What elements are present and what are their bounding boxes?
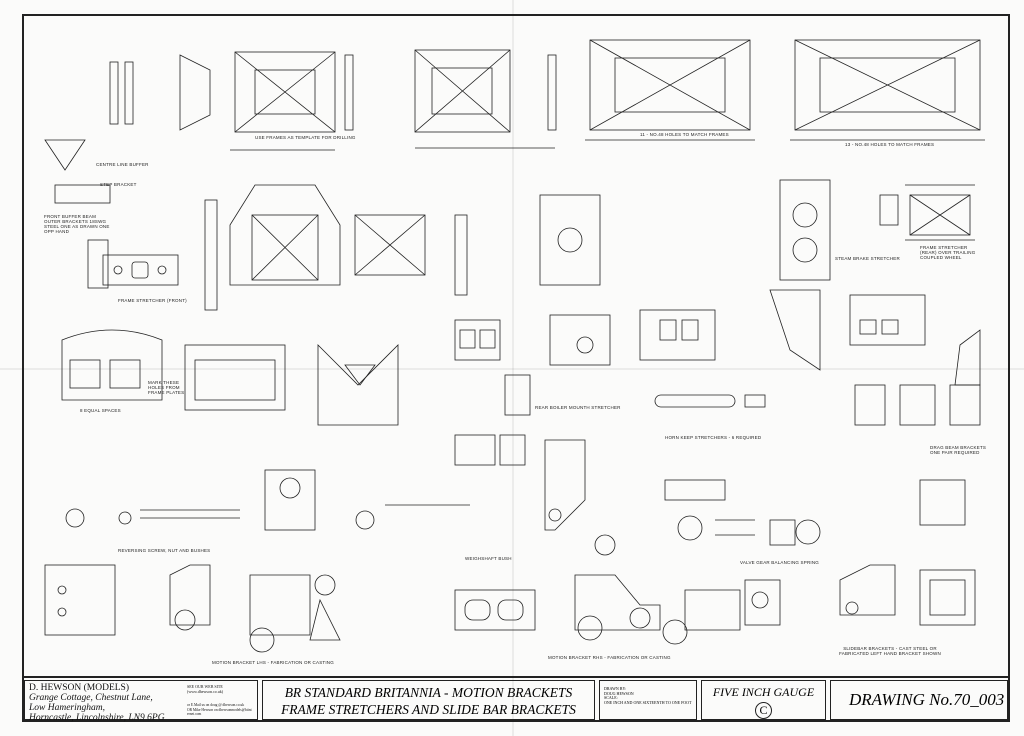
caption-equal-spaces: 8 EQUAL SPACES — [80, 408, 121, 413]
caption-valve-gear: VALVE GEAR BALANCING SPRING — [740, 560, 820, 565]
caption-template: USE FRAMES AS TEMPLATE FOR DRILLING — [255, 135, 356, 140]
gauge: FIVE INCH GAUGE — [712, 685, 815, 699]
email-line: OR Mike Hewson on dhewsonmodels@btintern… — [187, 707, 252, 717]
website: SEE OUR WEB SITE (www.dhewson.co.uk) — [187, 684, 224, 694]
company-name: D. HEWSON (MODELS) — [29, 683, 130, 693]
gauge-cell: FIVE INCH GAUGE C — [701, 680, 826, 720]
caption-step-bracket: STEP BRACKET — [100, 182, 137, 187]
caption-centre-line: CENTRE LINE BUFFER — [96, 162, 149, 167]
caption-holes-1: 11 - No.48 HOLES TO MATCH FRAMES — [640, 132, 729, 137]
caption-rear-boiler: REAR BOILER MOUNTH STRETCHER — [535, 405, 621, 410]
title-cell: BR STANDARD BRITANNIA - MOTION BRACKETS … — [262, 680, 595, 720]
caption-buffer-beam: FRONT BUFFER BEAM OUTER BRACKETS 18swg S… — [44, 214, 110, 234]
drawn-by-cell: DRAWN BY: DOUG HEWSON SCALE: ONE INCH AN… — [599, 680, 697, 720]
caption-motion-rhs: MOTION BRACKET RHS - FABRICATION OR CAST… — [548, 655, 671, 660]
title-block: D. HEWSON (MODELS) Grange Cottage, Chest… — [22, 676, 1010, 723]
address-line: Grange Cottage, Chestnut Lane, — [29, 693, 153, 703]
company-address: D. HEWSON (MODELS) Grange Cottage, Chest… — [29, 683, 179, 723]
drawing-number-cell: DRAWING No.70_003 — [830, 680, 1008, 720]
drawing-middle-upper — [87, 179, 975, 311]
scale: ONE INCH AND ONE SIXTEENTH TO ONE FOOT — [604, 699, 692, 705]
address-line: Horncastle, Lincolnshire, LN9 6PG — [29, 713, 165, 723]
caption-motion-lhs: MOTION BRACKET LHS - FABRICATION OR CAST… — [212, 660, 334, 665]
drawing-top-stretchers — [44, 39, 985, 204]
caption-slidebar: SLIDEBAR BRACKETS - CAST STEEL OR FABRIC… — [839, 646, 941, 656]
email-line: or E.Mail us on doug @ dhewson.co.uk — [187, 703, 245, 707]
drawn-by: DOUG HEWSON — [604, 690, 634, 696]
scale-label: SCALE: — [604, 695, 618, 700]
copyright-icon: C — [755, 702, 772, 719]
drawing-number: DRAWING No.70_003 — [849, 690, 1005, 709]
caption-steam-brake: STEAM BRAKE STRETCHER — [835, 256, 900, 261]
drawing-lower — [44, 439, 976, 653]
caption-holes-2: 13 - No.48 HOLES TO MATCH FRAMES — [845, 142, 935, 147]
fold-line — [0, 368, 1024, 370]
caption-frame-stretcher-rear: FRAME STRETCHER (REAR) OVER TRAILING COU… — [920, 245, 976, 260]
email-info: or E.Mail us on doug @ dhewson.co.uk OR … — [187, 703, 253, 717]
caption-reversing-screw: REVERSING SCREW, NUT AND BUSHES — [118, 548, 211, 553]
caption-mark-holes: MARK THESE HOLES FROM FRAME PLATES — [148, 380, 185, 395]
company-cell: D. HEWSON (MODELS) Grange Cottage, Chest… — [24, 680, 258, 723]
drawing-middle — [61, 289, 981, 466]
caption-drag-beam: DRAG BEAM BRACKETS ONE PAIR REQUIRED — [930, 445, 987, 455]
caption-frame-stretcher-front: FRAME STRETCHER (FRONT) — [118, 298, 187, 303]
caption-horn-keep: HORN KEEP STRETCHERS - 6 REQUIRED — [665, 435, 762, 440]
caption-weighshaft: WEIGHSHAFT BUSH — [465, 556, 512, 561]
drawing-title: BR STANDARD BRITANNIA - MOTION BRACKETS — [284, 685, 573, 700]
fold-line — [512, 0, 514, 736]
drawn-by-label: DRAWN BY: — [604, 686, 627, 691]
drawing-subtitle: FRAME STRETCHERS AND SLIDE BAR BRACKETS — [281, 702, 576, 717]
border-frame — [22, 14, 1010, 722]
address-line: Low Hameringham, — [29, 703, 106, 713]
